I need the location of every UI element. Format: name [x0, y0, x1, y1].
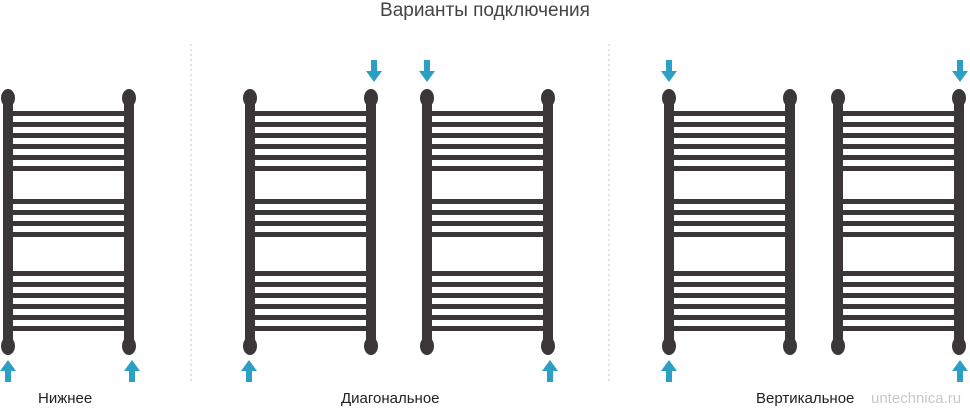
- arrow-down-icon: [952, 60, 968, 82]
- arrow-up-icon: [124, 360, 140, 382]
- arrow-up-icon: [542, 360, 558, 382]
- label-vertical-connection: Вертикальное: [756, 390, 855, 407]
- diagram-title: Варианты подключения: [380, 0, 590, 21]
- arrow-up-icon: [952, 360, 968, 382]
- label-bottom-connection: Нижнее: [38, 390, 93, 407]
- watermark: untechnica.ru: [871, 390, 962, 407]
- arrow-up-icon: [0, 360, 16, 382]
- label-diagonal-connection: Диагональное: [341, 390, 440, 407]
- radiator-bottom-connection: [1, 89, 136, 355]
- radiator-vertical-1: [662, 89, 797, 355]
- radiator-diagonal-1: [243, 89, 378, 355]
- arrow-up-icon: [661, 360, 677, 382]
- arrow-down-icon: [419, 60, 435, 82]
- arrow-up-icon: [241, 360, 257, 382]
- radiator-vertical-2: [831, 89, 966, 355]
- arrow-down-icon: [661, 60, 677, 82]
- arrow-down-icon: [366, 60, 382, 82]
- radiator-diagonal-2: [420, 89, 555, 355]
